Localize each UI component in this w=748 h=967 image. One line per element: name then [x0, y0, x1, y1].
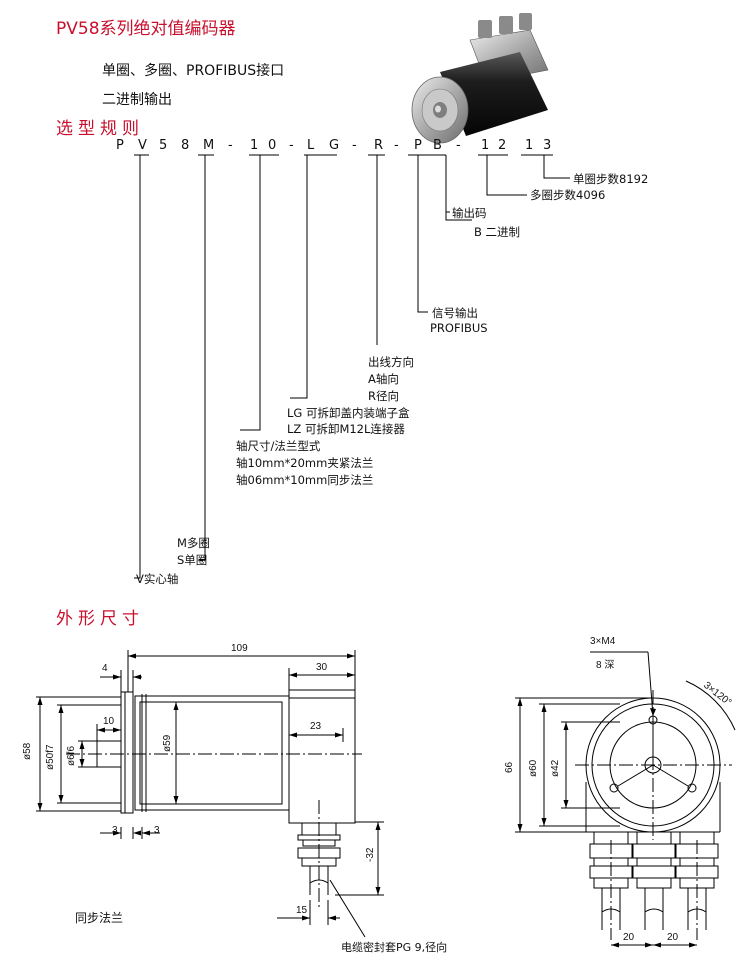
legend-solid-shaft: V实心轴	[136, 572, 179, 586]
code-char: P	[116, 138, 124, 153]
code-char: 1	[250, 138, 259, 153]
dim-30: 30	[316, 662, 328, 673]
code-char: 8	[181, 138, 190, 153]
dim-dia-42: ø42	[550, 759, 561, 777]
legend-singleturn: 单圈步数8192	[573, 172, 649, 186]
code-char: L	[307, 138, 315, 153]
code-char: 2	[498, 138, 507, 153]
legend-lg: LG 可拆卸盖内装端子盒	[287, 406, 410, 420]
thread-m4-label: 3×M4	[590, 636, 616, 647]
thread-depth-label: 8 深	[596, 660, 615, 671]
code-char: V	[138, 138, 147, 153]
dim-66: 66	[504, 761, 515, 773]
dim-20-left: 20	[623, 932, 635, 943]
legend-multi: M多圈	[177, 536, 210, 550]
code-char: B	[433, 138, 442, 153]
angle-label: 3×120°	[701, 680, 734, 709]
legend-lz: LZ 可拆卸M12L连接器	[287, 422, 405, 436]
code-char: G	[329, 138, 340, 153]
legend-multiturn: 多圈步数4096	[530, 188, 606, 202]
legend-shaft-flange: 轴尺寸/法兰型式	[236, 439, 321, 453]
code-char: P	[414, 138, 422, 153]
code-char: 1	[481, 138, 490, 153]
legend-outlet-dir: 出线方向	[368, 355, 414, 369]
legend-shaft-10: 轴10mm*20mm夹紧法兰	[236, 456, 374, 470]
legend-output-code: 输出码	[452, 206, 487, 220]
dim-10: 10	[103, 716, 115, 727]
dim-dia-50f7: ø50f7	[45, 744, 56, 770]
cable-gland-note: 电缆密封套PG 9,径向	[341, 941, 448, 954]
dim-3-left: 3	[112, 825, 118, 836]
code-char: -	[352, 138, 357, 153]
section-heading-selection: 选型规则	[56, 119, 144, 139]
legend-single: S单圈	[177, 553, 208, 567]
legend-outlet-radial: R径向	[368, 389, 399, 403]
dim-15: 15	[296, 905, 308, 916]
code-char: 3	[543, 138, 552, 153]
code-char: R	[374, 138, 384, 153]
dim-32: -32	[365, 847, 376, 862]
feature-line-1: 单圈、多圈、PROFIBUS接口	[102, 63, 285, 79]
dim-dia-58: ø58	[22, 742, 33, 760]
legend-signal-profibus: PROFIBUS	[430, 321, 488, 335]
dim-dia-6f6: ø6f6	[66, 745, 77, 766]
code-char: 0	[268, 138, 277, 153]
code-char: -	[289, 138, 294, 153]
dim-dia-60: ø60	[528, 759, 539, 777]
feature-line-2: 二进制输出	[102, 92, 172, 108]
dim-23: 23	[310, 721, 322, 732]
section-heading-dimensions: 外形尺寸	[56, 609, 144, 629]
dim-20-right: 20	[667, 932, 679, 943]
dim-dia-59: ø59	[162, 734, 173, 752]
legend-shaft-06: 轴06mm*10mm同步法兰	[236, 473, 374, 487]
dim-4: 4	[102, 663, 108, 674]
legend-signal-out: 信号输出	[432, 306, 478, 320]
code-char: 1	[525, 138, 534, 153]
page-title: PV58系列绝对值编码器	[56, 19, 236, 39]
dim-3-right: 3	[154, 825, 160, 836]
code-char: 5	[159, 138, 168, 153]
code-char: M	[203, 138, 215, 153]
code-char: -	[456, 138, 461, 153]
dim-109: 109	[231, 643, 248, 654]
legend-output-binary: B 二进制	[474, 225, 521, 239]
flange-label: 同步法兰	[75, 911, 124, 925]
code-char: -	[228, 138, 233, 153]
code-char: -	[394, 138, 399, 153]
legend-outlet-axial: A轴向	[368, 372, 399, 386]
